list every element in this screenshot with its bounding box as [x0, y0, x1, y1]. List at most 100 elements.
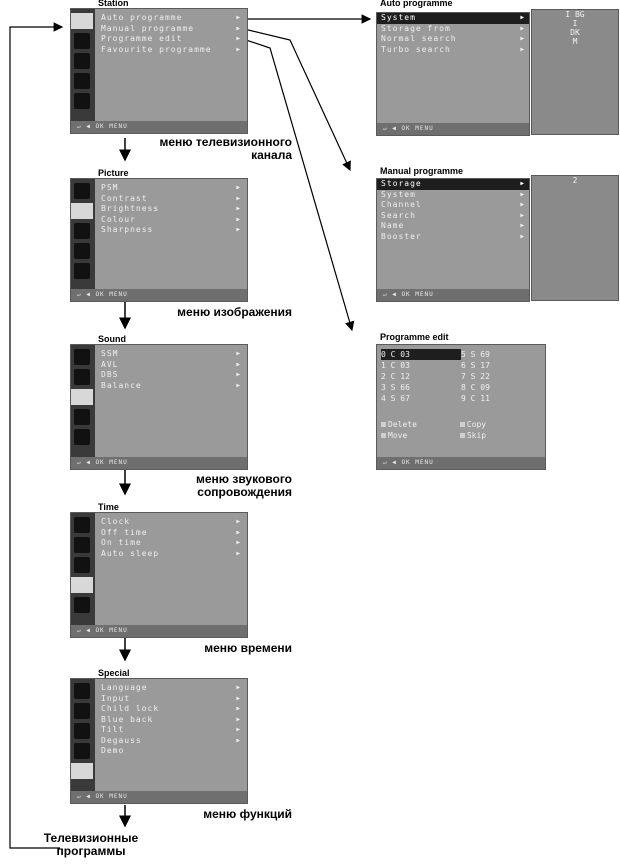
time-icon[interactable] [74, 409, 90, 425]
copy-action[interactable]: Copy [459, 419, 486, 430]
programme-entry[interactable]: 4 S 67 [381, 394, 410, 403]
programme-row: 1 C 03 6 S 17 [381, 360, 541, 371]
menu-item-on-time[interactable]: On time▶ [101, 538, 241, 547]
arrow-right-icon: ▶ [520, 232, 525, 240]
menu-item-auto-sleep[interactable]: Auto sleep▶ [101, 548, 241, 558]
system-option[interactable]: DK [570, 28, 580, 37]
menu-footer-hint: ↵ ◀ OK MENU [377, 123, 529, 135]
picture-icon[interactable] [74, 703, 90, 719]
edit-legend: Delete Copy Move Skip [381, 419, 486, 441]
station-caption: меню телевизионного канала [159, 135, 293, 162]
submenu-item-normal-search[interactable]: Normal search▶ [381, 34, 525, 43]
arrow-right-icon: ▶ [236, 736, 241, 744]
menu-item-dbs[interactable]: DBS▶ [101, 370, 241, 379]
sound-icon[interactable] [74, 223, 90, 239]
programme-entry[interactable]: 3 S 66 [381, 383, 410, 392]
submenu-item-storage-from[interactable]: Storage from▶ [381, 23, 525, 33]
time-icon[interactable] [74, 73, 90, 89]
menu-footer-hint: ↵ ◀ OK MENU [71, 625, 247, 637]
programme-entry[interactable]: 6 S 17 [461, 361, 490, 370]
programme-entry[interactable]: 7 S 22 [461, 372, 490, 381]
system-options-panel: I BG I DK M [531, 9, 619, 135]
programme-row: 2 C 12 7 S 22 [381, 371, 541, 382]
menu-item-sharpness[interactable]: Sharpness▶ [101, 225, 241, 234]
menu-item-psm[interactable]: PSM▶ [101, 183, 241, 192]
picture-icon[interactable] [74, 369, 90, 385]
skip-action[interactable]: Skip [459, 430, 486, 441]
submenu-item-booster[interactable]: Booster▶ [381, 231, 525, 241]
menu-item-colour[interactable]: Colour▶ [101, 214, 241, 224]
arrow-right-icon: ▶ [236, 684, 241, 691]
system-option[interactable]: I BG [565, 10, 585, 19]
menu-item-brightness[interactable]: Brightness▶ [101, 204, 241, 213]
station-icon[interactable] [74, 183, 90, 199]
time-icon[interactable] [74, 243, 90, 259]
menu-item-programme-edit[interactable]: Programme edit▶ [101, 34, 241, 43]
delete-action[interactable]: Delete [381, 419, 455, 430]
tv-programmes-label: Телевизионные программы [43, 831, 139, 858]
menu-item-clock[interactable]: Clock▶ [101, 517, 241, 526]
storage-value-panel: 2 [531, 175, 619, 301]
station-icon[interactable] [71, 13, 93, 29]
time-icon[interactable] [71, 577, 93, 593]
arrow-right-icon: ▶ [236, 215, 241, 223]
menu-item-language[interactable]: Language▶ [101, 683, 241, 692]
arrow-right-icon: ▶ [236, 24, 241, 32]
move-action[interactable]: Move [381, 430, 455, 441]
manual-programme-menu: Storage▶ System▶ Channel▶ Search▶ Name▶ … [376, 175, 619, 302]
submenu-item-turbo-search[interactable]: Turbo search▶ [381, 44, 525, 54]
time-menu-title: Time [98, 502, 119, 512]
menu-item-ssm[interactable]: SSM▶ [101, 349, 241, 358]
sound-icon[interactable] [71, 389, 93, 405]
station-icon[interactable] [74, 517, 90, 533]
menu-item-balance[interactable]: Balance▶ [101, 380, 241, 390]
menu-item-auto-programme[interactable]: Auto programme▶ [101, 13, 241, 22]
sound-icon[interactable] [74, 557, 90, 573]
system-option[interactable]: I [572, 19, 578, 28]
menu-item-contrast[interactable]: Contrast▶ [101, 193, 241, 203]
picture-icon[interactable] [71, 203, 93, 219]
picture-icon[interactable] [74, 537, 90, 553]
menu-item-favourite-programme[interactable]: Favourite programme▶ [101, 44, 241, 54]
special-icon[interactable] [74, 93, 90, 109]
programme-entry[interactable]: 5 S 69 [461, 350, 490, 359]
sound-icon[interactable] [74, 53, 90, 69]
station-icon[interactable] [74, 349, 90, 365]
programme-entry[interactable]: 8 C 09 [461, 383, 490, 392]
menu-item-child-lock[interactable]: Child lock▶ [101, 704, 241, 713]
special-icon[interactable] [74, 429, 90, 445]
arrow-right-icon: ▶ [236, 694, 241, 702]
arrow-right-icon: ▶ [236, 715, 241, 723]
menu-item-demo[interactable]: Demo [101, 746, 125, 755]
storage-value[interactable]: 2 [572, 176, 578, 185]
menu-item-off-time[interactable]: Off time▶ [101, 527, 241, 537]
special-icon[interactable] [74, 597, 90, 613]
menu-item-avl[interactable]: AVL▶ [101, 359, 241, 369]
system-option[interactable]: M [572, 37, 578, 46]
arrow-right-icon: ▶ [236, 705, 241, 712]
special-icon[interactable] [74, 263, 90, 279]
submenu-item-storage[interactable]: Storage▶ [377, 179, 529, 190]
sound-icon[interactable] [74, 723, 90, 739]
programme-entry[interactable]: 0 C 03 [381, 349, 461, 360]
menu-item-manual-programme[interactable]: Manual programme▶ [101, 23, 241, 33]
submenu-item-name[interactable]: Name▶ [381, 221, 525, 230]
submenu-item-system[interactable]: System▶ [377, 13, 529, 24]
menu-item-blue-back[interactable]: Blue back▶ [101, 714, 241, 724]
picture-icon[interactable] [74, 33, 90, 49]
menu-item-degauss[interactable]: Degauss▶ [101, 735, 241, 745]
submenu-item-search[interactable]: Search▶ [381, 210, 525, 220]
menu-item-input[interactable]: Input▶ [101, 693, 241, 703]
programme-entry[interactable]: 1 C 03 [381, 361, 410, 370]
programme-entry[interactable]: 2 C 12 [381, 372, 410, 381]
sound-menu-title: Sound [98, 334, 126, 344]
programme-entry[interactable]: 9 C 11 [461, 394, 490, 403]
special-icon[interactable] [71, 763, 93, 779]
station-icon[interactable] [74, 683, 90, 699]
submenu-item-channel[interactable]: Channel▶ [381, 200, 525, 209]
arrow-right-icon: ▶ [236, 194, 241, 202]
menu-item-tilt[interactable]: Tilt▶ [101, 725, 241, 734]
submenu-item-system[interactable]: System▶ [381, 189, 525, 199]
time-icon[interactable] [74, 743, 90, 759]
